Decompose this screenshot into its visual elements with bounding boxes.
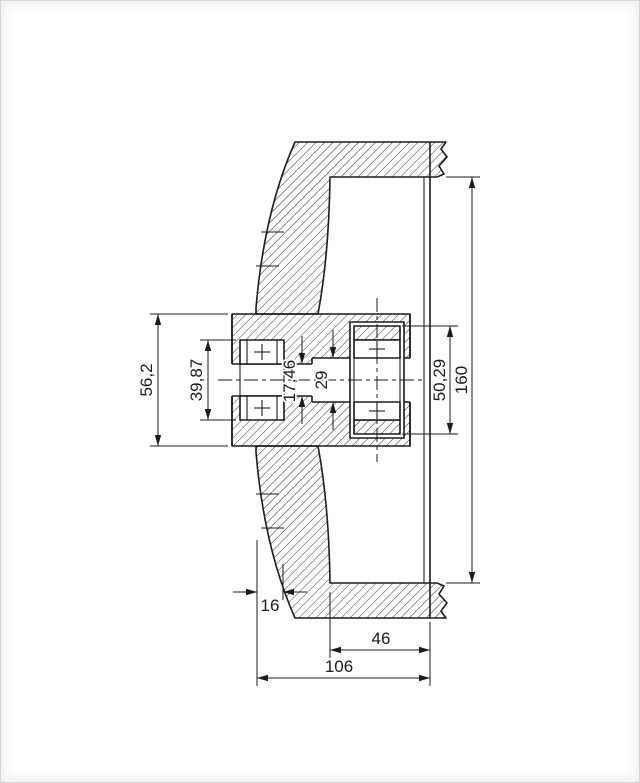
drum-face-lines	[423, 142, 431, 618]
dim-label-106: 106	[325, 657, 353, 676]
dim-label-16: 16	[261, 596, 280, 615]
arrowhead	[298, 396, 306, 407]
arrowhead	[154, 435, 162, 446]
drum-section-upper	[255, 141, 448, 315]
dim-label-46: 46	[372, 629, 391, 648]
dim-label-39-87: 39,87	[187, 359, 206, 402]
dim-39-87: 39,87	[185, 339, 236, 421]
dim-50-29: 50,29	[402, 325, 458, 435]
arrowhead	[446, 326, 454, 337]
dim-17-46: 17,46	[278, 336, 306, 424]
dim-label-17-46: 17,46	[280, 360, 299, 403]
arrowhead	[154, 314, 162, 325]
web-step-marks	[256, 231, 284, 529]
arrowhead	[283, 588, 294, 596]
dim-label-160: 160	[452, 366, 471, 394]
arrowhead	[446, 423, 454, 434]
arrowhead	[329, 347, 337, 358]
dim-160: 160	[446, 176, 480, 584]
drum-section-lower	[255, 445, 448, 619]
dim-label-29: 29	[312, 371, 331, 390]
arrowhead	[468, 177, 476, 188]
dim-16: 16	[233, 564, 307, 617]
arrowhead	[257, 674, 268, 682]
arrowhead	[419, 674, 430, 682]
arrowhead	[419, 646, 430, 654]
arrowhead	[204, 409, 212, 420]
dim-label-50-29: 50,29	[430, 359, 449, 402]
bearing-cross-mark	[254, 344, 270, 416]
arrowhead	[330, 646, 341, 654]
arrowhead	[468, 572, 476, 583]
arrowhead	[204, 340, 212, 351]
dim-label-56-2: 56,2	[137, 363, 156, 396]
dim-29: 29	[310, 330, 337, 430]
dim-56-2: 56,2	[135, 313, 228, 447]
dim-46: 46	[329, 592, 431, 686]
arrowhead	[246, 588, 257, 596]
arrowhead	[329, 402, 337, 413]
dim-106: 106	[256, 540, 430, 686]
arrowhead	[298, 353, 306, 364]
